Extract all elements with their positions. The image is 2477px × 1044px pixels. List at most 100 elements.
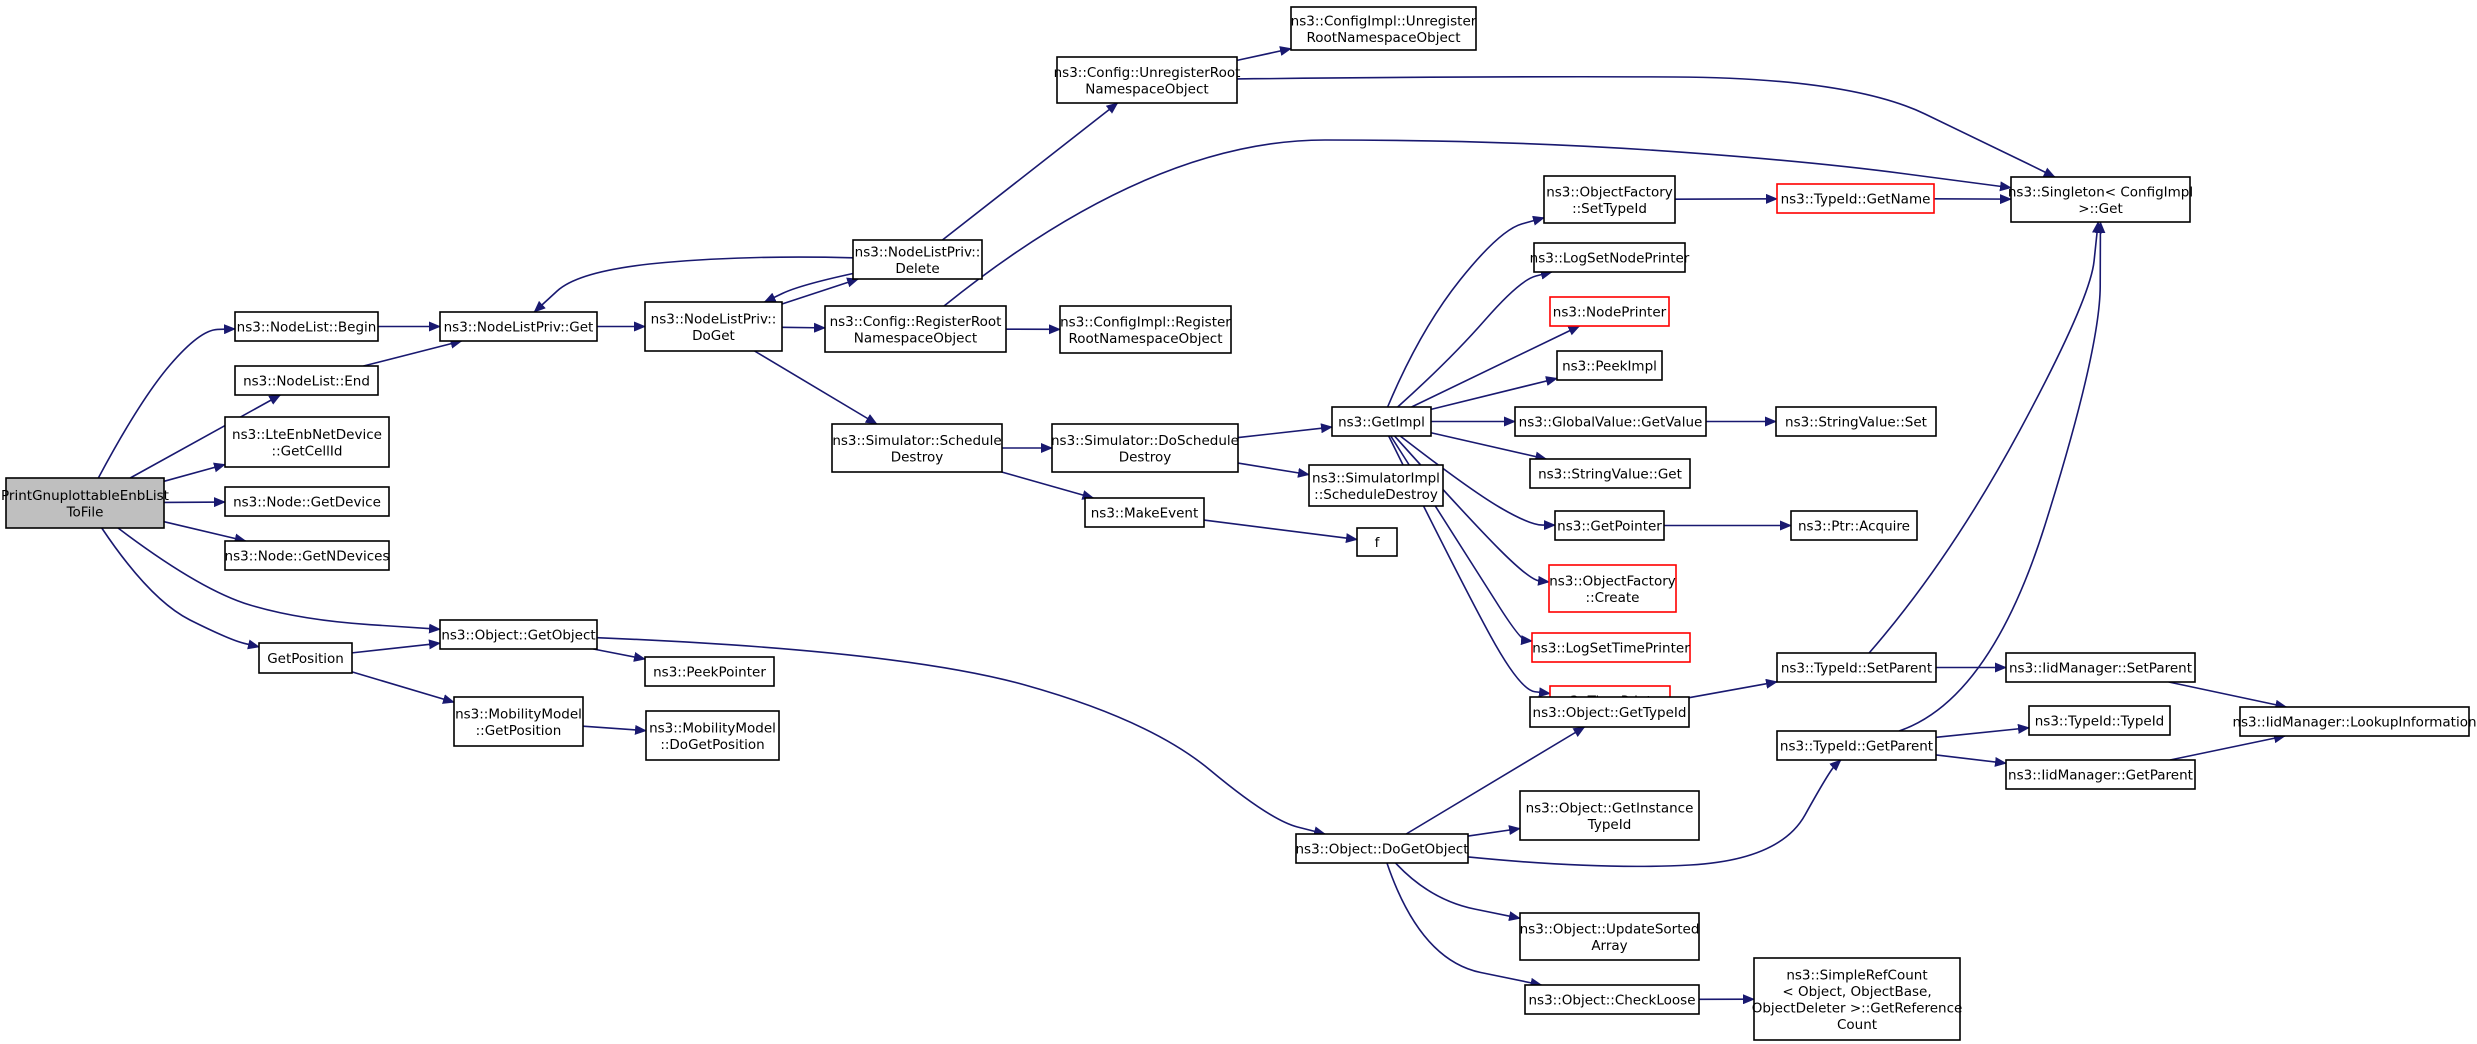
node-cfg-unreg[interactable]: ns3::Config::UnregisterRootNamespaceObje… [1054,56,1241,104]
node-box [439,311,598,342]
node-iid-getparent[interactable]: ns3::IidManager::GetParent [2005,759,2196,790]
edge-arrow [1386,862,1543,988]
node-label: ns3::Object::GetTypeId [1533,705,1687,721]
edge-sim_dosched-to-getimpl [1237,423,1333,439]
node-label: f [1375,535,1381,551]
node-gv-getval[interactable]: ns3::GlobalValue::GetValue [1514,406,1707,437]
node-nlp-doget[interactable]: ns3::NodeListPriv::DoGet [644,301,783,352]
edge-arrow [129,394,282,479]
edge-nlp_doget-to-nlp_delete [781,277,860,305]
node-iid-setparent[interactable]: ns3::IidManager::SetParent [2005,652,2196,683]
edge-arrow [533,256,854,313]
node-label: ns3::Simulator::DoSchedule [1051,433,1239,449]
node-label: Destroy [891,449,944,465]
edge-arrow [1001,471,1095,500]
node-label: GetPosition [267,651,344,667]
node-logsetnp[interactable]: ns3::LogSetNodePrinter [1530,242,1690,273]
node-node-getdev[interactable]: ns3::Node::GetDevice [224,486,390,517]
node-getimpl[interactable]: ns3::GetImpl [1331,406,1432,437]
node-sim-sched[interactable]: ns3::Simulator::ScheduleDestroy [831,423,1003,473]
node-simplerefcount[interactable]: ns3::SimpleRefCount< Object, ObjectBase,… [1752,957,1963,1041]
node-of-settid[interactable]: ns3::ObjectFactory::SetTypeId [1543,175,1676,224]
edge-obj_getobj-to-peekptr [593,648,646,662]
node-box [2005,759,2196,790]
node-getpointer[interactable]: ns3::GetPointer [1554,510,1665,541]
node-label: ns3::ConfigImpl::Unregister [1291,13,1477,29]
node-label: ns3::ConfigImpl::Register [1060,314,1231,330]
node-nodeprinter[interactable]: ns3::NodePrinter [1549,296,1670,327]
node-label: ns3::Object::CheckLoose [1528,993,1695,1009]
edge-arrow [763,272,854,303]
node-ptr-acquire[interactable]: ns3::Ptr::Acquire [1790,510,1918,541]
edge-root-to-node_getn [163,520,247,544]
node-obj-dogetobj[interactable]: ns3::Object::DoGetObject [1295,833,1469,864]
node-nl-end[interactable]: ns3::NodeList::End [234,365,379,396]
node-tid-getname[interactable]: ns3::TypeId::GetName [1776,183,1935,214]
edge-arrow [1935,754,2007,767]
node-obj-checkloose[interactable]: ns3::Object::CheckLoose [1524,984,1700,1015]
node-getpos[interactable]: GetPosition [258,642,353,674]
node-logsettp[interactable]: ns3::LogSetTimePrinter [1531,632,1691,663]
node-peekptr[interactable]: ns3::PeekPointer [644,656,775,687]
node-obj-getobj[interactable]: ns3::Object::GetObject [439,619,598,650]
node-label: ns3::Node::GetDevice [233,495,381,511]
node-tid-getparent[interactable]: ns3::TypeId::GetParent [1776,730,1937,761]
node-lte-cell[interactable]: ns3::LteEnbNetDevice::GetCellId [224,416,390,468]
node-iid-lookup[interactable]: ns3::IidManager::LookupInformation [2232,706,2477,737]
node-box [439,619,598,650]
node-label: ObjectDeleter >::GetReference [1752,1000,1963,1016]
node-obj-gettid[interactable]: ns3::Object::GetTypeId [1529,696,1690,728]
edge-obj_dogetobj-to-obj_getinst [1467,825,1521,837]
node-nlp-get[interactable]: ns3::NodeListPriv::Get [439,311,598,342]
node-label: ToFile [66,504,104,520]
node-label: ns3::LogSetTimePrinter [1532,641,1690,657]
edge-arrow [163,462,226,483]
edge-getimpl-to-getpointer [1399,435,1556,531]
node-peekimpl[interactable]: ns3::PeekImpl [1556,350,1663,381]
node-label: ::Create [1586,590,1640,606]
node-cfgi-unreg[interactable]: ns3::ConfigImpl::UnregisterRootNamespace… [1290,6,1477,51]
node-tid-setparent[interactable]: ns3::TypeId::SetParent [1776,652,1937,683]
edge-arrow [943,139,2012,307]
edge-arrow [1386,215,1545,408]
node-f[interactable]: f [1356,527,1398,557]
node-simi-sched[interactable]: ns3::SimulatorImpl::ScheduleDestroy [1308,464,1444,507]
node-sv-get[interactable]: ns3::StringValue::Get [1529,458,1691,489]
node-nlp-delete[interactable]: ns3::NodeListPriv::Delete [852,239,983,280]
node-nl-begin[interactable]: ns3::NodeList::Begin [234,311,379,342]
node-label: ns3::GetPointer [1557,519,1662,535]
edge-tid_getparent-to-singleton [1898,221,2106,732]
node-label: ::SetTypeId [1572,201,1647,217]
node-tid-typeid[interactable]: ns3::TypeId::TypeId [2028,705,2171,736]
edge-arrow [1394,862,1521,922]
node-label: Array [1591,938,1627,954]
node-cfgi-reg[interactable]: ns3::ConfigImpl::RegisterRootNamespaceOb… [1059,305,1232,354]
node-makeevent[interactable]: ns3::MakeEvent [1084,497,1205,528]
edge-arrow [1236,75,2056,178]
node-mm-getpos[interactable]: ns3::MobilityModel::GetPosition [453,696,584,747]
node-of-create[interactable]: ns3::ObjectFactory::Create [1548,564,1677,613]
node-mm-dogetpos[interactable]: ns3::MobilityModel::DoGetPosition [645,710,780,761]
edge-sim_sched-to-makeevent [1001,471,1095,500]
node-box [644,301,783,352]
edge-sim_dosched-to-simi_sched [1237,462,1310,478]
edge-arrow [97,324,236,479]
node-sv-set[interactable]: ns3::StringValue::Set [1775,406,1937,437]
node-label: ::GetPosition [476,723,562,739]
node-box [1775,406,1937,437]
node-label: ns3::Singleton< ConfigImpl [2008,184,2193,200]
edge-arrow [1868,221,2102,654]
node-box [824,305,1007,353]
node-label: ns3::PeekImpl [1562,359,1657,375]
node-box [1308,464,1444,507]
node-box [1331,406,1432,437]
node-box [2010,176,2191,223]
node-singleton[interactable]: ns3::Singleton< ConfigImpl >::Get [2008,176,2193,223]
node-node-getn[interactable]: ns3::Node::GetNDevices [224,540,390,571]
node-label: ns3::TypeId::GetParent [1780,739,1933,755]
